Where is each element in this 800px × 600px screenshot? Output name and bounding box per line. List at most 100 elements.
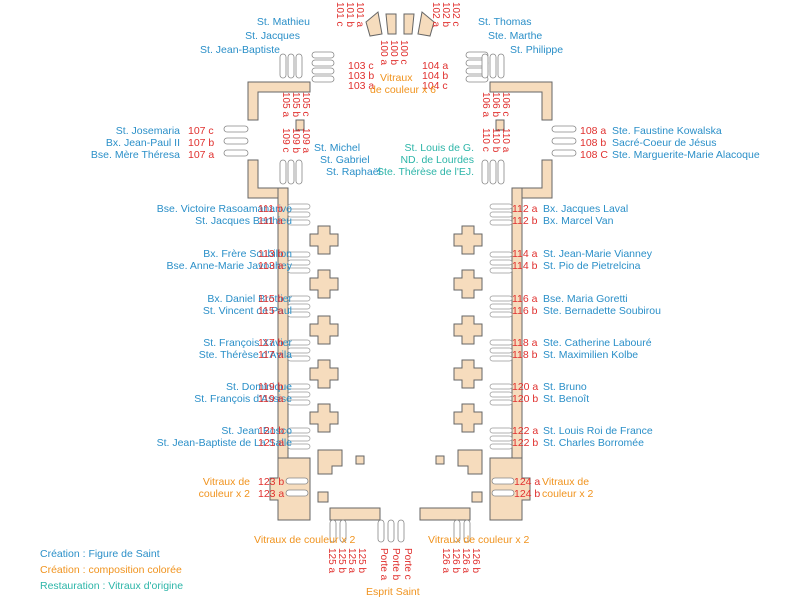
code-label: 104 b	[422, 70, 449, 82]
window	[491, 477, 515, 485]
code-label: 109 c	[280, 128, 291, 153]
code-label: 112 b	[512, 215, 538, 227]
column	[453, 225, 483, 255]
wall-lower-right	[489, 457, 531, 521]
code-label: 114 b	[512, 260, 538, 272]
saint-label: St. Mathieu	[256, 16, 310, 28]
saint-label: St. Jacques	[245, 30, 300, 42]
vitraux-label: couleur x 2	[198, 488, 250, 500]
saint-label: Bx. Jean-Paul II	[105, 137, 180, 149]
wall-mid-right	[521, 159, 553, 199]
code-label: 122 a	[512, 425, 539, 437]
saint-label: Bx. Frère Scubilion	[203, 248, 292, 260]
window	[311, 75, 335, 83]
saint-label: St. Dominique	[226, 381, 292, 393]
column	[295, 119, 305, 131]
code-label: 106 c	[500, 92, 511, 117]
window	[311, 67, 335, 75]
code-label: 121 b	[258, 425, 285, 437]
saint-label: St. Bruno	[543, 381, 587, 393]
column	[317, 449, 343, 475]
saint-label: Ste. Catherine Labouré	[543, 337, 652, 349]
code-label: 101 a	[354, 2, 365, 28]
window	[223, 137, 249, 145]
porte-label: Porte a	[378, 548, 389, 581]
code-label: 110 a	[500, 128, 511, 153]
porte-label: Porte c	[402, 548, 413, 580]
column	[317, 491, 329, 503]
window	[397, 519, 405, 543]
saint-label: St. Jean-Baptiste de La Salle	[156, 437, 292, 449]
porte-label: Porte b	[390, 548, 401, 581]
code-label: 111 a	[258, 215, 283, 227]
saint-label: Bse. Mère Théresa	[90, 149, 180, 161]
code-label: 101 c	[334, 2, 345, 27]
saint-label: Bx. Marcel Van	[543, 215, 614, 227]
code-label: 105 b	[290, 92, 301, 118]
code-label: 124 a	[514, 476, 541, 488]
saint-label: Ste. Thérèse d'Avila	[198, 349, 292, 361]
code-label: 117 b	[258, 337, 284, 349]
column	[453, 269, 483, 299]
legend-composition: Création : composition colorée	[40, 564, 182, 576]
saint-label: Bse. Maria Goretti	[543, 293, 628, 305]
wall-lower-left	[269, 457, 311, 521]
saint-label: St. Louis Roi de France	[543, 425, 653, 437]
wall-bottom-right	[419, 507, 471, 521]
window	[551, 125, 577, 133]
vitraux-label: Vitraux de couleur x 2	[428, 534, 530, 546]
window	[497, 53, 505, 79]
code-label: 119 b	[258, 381, 284, 393]
window	[287, 159, 295, 185]
legend-restauration: Restauration : Vitraux d'origine	[40, 580, 184, 592]
window	[481, 159, 489, 185]
code-label: 126 a	[460, 548, 471, 574]
window	[497, 159, 505, 185]
code-label: 115 a	[258, 305, 284, 317]
saint-label: St. François d'Assise	[194, 393, 292, 405]
saint-label: Bse. Anne-Marie Javouhey	[166, 260, 293, 272]
code-label: 125 b	[356, 548, 367, 574]
saint-label: St. Jacques Berthieu	[195, 215, 292, 227]
window	[481, 53, 489, 79]
code-label: 120 b	[512, 393, 539, 405]
code-label: 122 b	[512, 437, 539, 449]
window	[551, 137, 577, 145]
code-label: 104 c	[422, 80, 448, 92]
code-label: 113 a	[258, 260, 284, 272]
saint-label: Ste. Marguerite-Marie Alacoque	[612, 149, 760, 161]
code-label: 102 b	[440, 2, 451, 28]
code-label: 109 b	[290, 128, 301, 154]
window	[223, 125, 249, 133]
code-label: 103 c	[348, 60, 374, 72]
code-label: 102 a	[430, 2, 441, 28]
code-label: 111 b	[258, 203, 283, 215]
code-label: 116 b	[512, 305, 538, 317]
legend-saint: Création : Figure de Saint	[40, 548, 160, 560]
saint-label: St. Vincent de Paul	[202, 305, 292, 317]
column	[453, 315, 483, 345]
code-label: 108 C	[580, 149, 609, 161]
code-label: 103 a	[348, 80, 375, 92]
code-label: 125 a	[346, 548, 357, 574]
column	[309, 403, 339, 433]
code-label: 100 c	[398, 40, 409, 65]
window	[387, 519, 395, 543]
code-label: 125 a	[326, 548, 337, 574]
code-label: 119 a	[258, 393, 284, 405]
saint-label: Ste. Faustine Kowalska	[612, 125, 722, 137]
code-label: 124 b	[514, 488, 541, 500]
window	[489, 159, 497, 185]
code-label: 117 a	[258, 349, 284, 361]
vitraux-label: Vitraux de	[202, 476, 250, 488]
column	[435, 455, 445, 465]
code-label: 120 a	[512, 381, 539, 393]
code-label: 109 a	[300, 128, 311, 154]
code-label: 103 b	[348, 70, 375, 82]
code-label: 105 a	[280, 92, 291, 118]
code-label: 108 b	[580, 137, 607, 149]
window	[339, 519, 347, 543]
saint-label: St. Jean Bosco	[221, 425, 292, 437]
saint-label: St. Josemaria	[115, 125, 180, 137]
